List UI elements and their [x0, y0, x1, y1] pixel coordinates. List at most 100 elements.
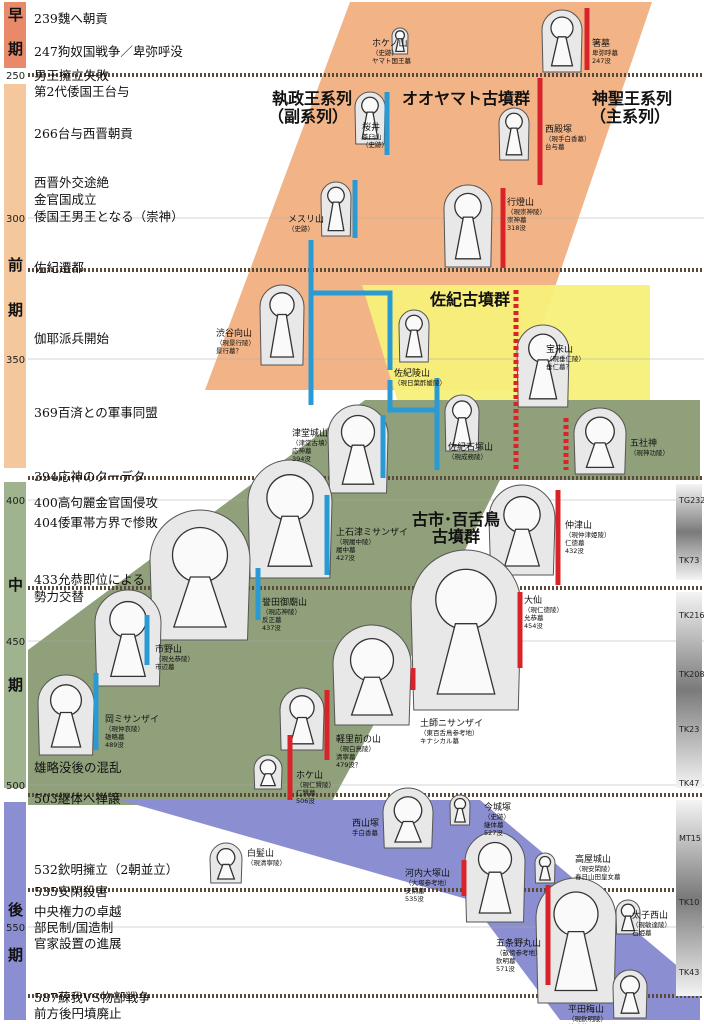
- event: 369百済との軍事同盟: [34, 405, 158, 420]
- tomb-detail: （現清寧陵）: [247, 858, 286, 867]
- tomb-detail: （東百舌鳥参考地）: [420, 728, 479, 737]
- tomb-name: 市野山: [155, 643, 182, 655]
- kofun-keyhole-shape: [209, 842, 243, 884]
- tomb-detail: 継体墓: [484, 820, 504, 829]
- tomb-detail: 雄略墓: [105, 732, 125, 741]
- tomb-name: 桜井: [362, 121, 380, 133]
- tomb-detail: （現手白香墓）: [545, 134, 591, 143]
- era-column: [4, 2, 26, 1020]
- event: 535安閑殺害: [34, 884, 108, 899]
- tomb-detail: キナシカル墓: [420, 736, 460, 745]
- tk-label: TK10: [678, 898, 699, 907]
- event: 266台与西晋朝貢: [34, 126, 133, 141]
- tomb-detail: （史跡）: [362, 140, 388, 149]
- event: 佐紀遷都: [34, 260, 85, 275]
- tomb-detail: （津堂古墳）: [292, 438, 331, 447]
- tomb-detail: 489没: [105, 740, 124, 749]
- kofun-keyhole-shape: [488, 484, 556, 576]
- tomb-detail: （現崇神陵）: [507, 207, 546, 216]
- tomb-detail: 反正墓: [262, 615, 282, 624]
- tomb-name: 今城塚: [484, 801, 511, 813]
- kofun-keyhole-shape: [410, 549, 522, 711]
- tomb-name: メスリ山: [288, 214, 324, 225]
- tk-label: TK47: [678, 779, 699, 788]
- tomb-detail: 允恭墓: [524, 613, 544, 622]
- tomb-name: 平田梅山: [568, 1003, 604, 1015]
- kofun-keyhole-shape: [534, 852, 556, 884]
- tomb-detail: （現仁徳陵）: [524, 605, 563, 614]
- heading-furuichi: 古市･百舌鳥: [412, 510, 500, 529]
- tomb-detail: （現仲哀陵）: [105, 724, 144, 733]
- heading-shinsei: 神聖王系列: [592, 89, 672, 108]
- tomb-detail: 432没: [565, 546, 584, 555]
- tomb-name: 宝来山: [546, 343, 573, 355]
- event: 中央権力の卓越: [34, 904, 122, 919]
- tk-label: TG232: [678, 496, 704, 505]
- kofun-keyhole-shape: [327, 404, 389, 494]
- kofun-keyhole-shape: [247, 459, 333, 579]
- kofun-keyhole-shape: [398, 309, 430, 363]
- heading-shissei-sub: （副系列）: [268, 107, 348, 126]
- tomb-detail: 535没: [405, 894, 424, 903]
- tomb-detail: ヤマト国王墓: [372, 56, 412, 65]
- tomb-detail: （史跡）: [288, 224, 314, 233]
- tomb-detail: 垂仁墓？: [546, 362, 572, 371]
- tomb-detail: （史跡）: [484, 812, 510, 821]
- era-first-2: 期: [8, 301, 23, 319]
- year-350: 350: [6, 355, 25, 366]
- kofun-keyhole-shape: [498, 107, 530, 161]
- tomb-detail: 仁徳墓: [565, 538, 585, 547]
- era-early-1: 早: [8, 6, 23, 24]
- heading-oyamato: オオヤマト古墳群: [402, 89, 530, 108]
- kofun-shapes: [37, 9, 648, 1019]
- tomb-name: 土師ニサンザイ: [420, 717, 483, 729]
- tomb-name: 箸墓: [592, 37, 610, 49]
- tomb-detail: 仁賢墓: [296, 788, 316, 797]
- era-labels: 早 期 前 期 中 期 後 期: [7, 6, 24, 964]
- tomb-detail: 石姫墓: [632, 928, 652, 937]
- event: 404倭軍帯方界で惨敗: [34, 515, 158, 530]
- event: 247狗奴国戦争／卑弥呼没: [34, 44, 183, 59]
- kofun-keyhole-shape: [612, 969, 648, 1019]
- tomb-detail: 318没: [507, 223, 526, 232]
- kofun-keyhole-shape: [382, 787, 434, 849]
- tomb-labels: ホケノ山（史跡）ヤマト国王墓箸墓卑弥呼墓247没桜井茶臼山（史跡）西殿塚（現手白…: [105, 37, 671, 1024]
- year-450: 450: [6, 637, 25, 648]
- tomb-detail: 247没: [592, 56, 611, 65]
- tomb-detail: 応神墓: [292, 446, 312, 455]
- event: 西晋外交途絶: [34, 175, 109, 190]
- era-mid-2: 期: [8, 676, 23, 694]
- tomb-name: 五社神: [630, 437, 657, 449]
- heading-furuichi-2: 古墳群: [432, 527, 480, 546]
- tomb-detail: 427没: [336, 553, 355, 562]
- event: 587蘇我VS物部戦争: [34, 990, 150, 1005]
- tomb-detail: 市辺墓: [155, 662, 175, 671]
- kofun-keyhole-shape: [259, 284, 305, 366]
- tk-column: [676, 484, 702, 996]
- tomb-detail: （現履中陵）: [336, 537, 375, 546]
- tomb-detail: 崇神墓: [507, 215, 527, 224]
- era-mid-1: 中: [8, 576, 23, 594]
- event: 雄略没後の混乱: [34, 760, 122, 775]
- tomb-detail: 欽明墓: [496, 956, 516, 965]
- tk-label: TK23: [678, 725, 699, 734]
- lineage-lines: [93, 8, 590, 985]
- tk-label: MT15: [679, 834, 701, 843]
- kofun-keyhole-shape: [253, 754, 283, 790]
- tomb-detail: 敏達墓: [568, 1022, 588, 1024]
- event: 伽耶派兵開始: [34, 331, 110, 346]
- tomb-detail: （現神功陵）: [630, 448, 669, 457]
- event: 部民制/国造制: [34, 920, 113, 935]
- tomb-detail: 春日山田皇女墓: [575, 872, 621, 881]
- tomb-name: 仲津山: [565, 519, 592, 531]
- tomb-detail: 履中墓: [336, 545, 356, 554]
- tomb-name: ホケ山: [296, 770, 323, 781]
- kofun-keyhole-shape: [354, 91, 386, 145]
- tomb-detail: （畝傍参考地）: [496, 948, 542, 957]
- tomb-detail: 506没: [296, 796, 315, 805]
- tomb-name: 五条野丸山: [496, 937, 541, 949]
- tomb-detail: （現敏達陵）: [632, 920, 671, 929]
- kofun-keyhole-shape: [443, 184, 493, 268]
- dashed-rules: [28, 73, 704, 998]
